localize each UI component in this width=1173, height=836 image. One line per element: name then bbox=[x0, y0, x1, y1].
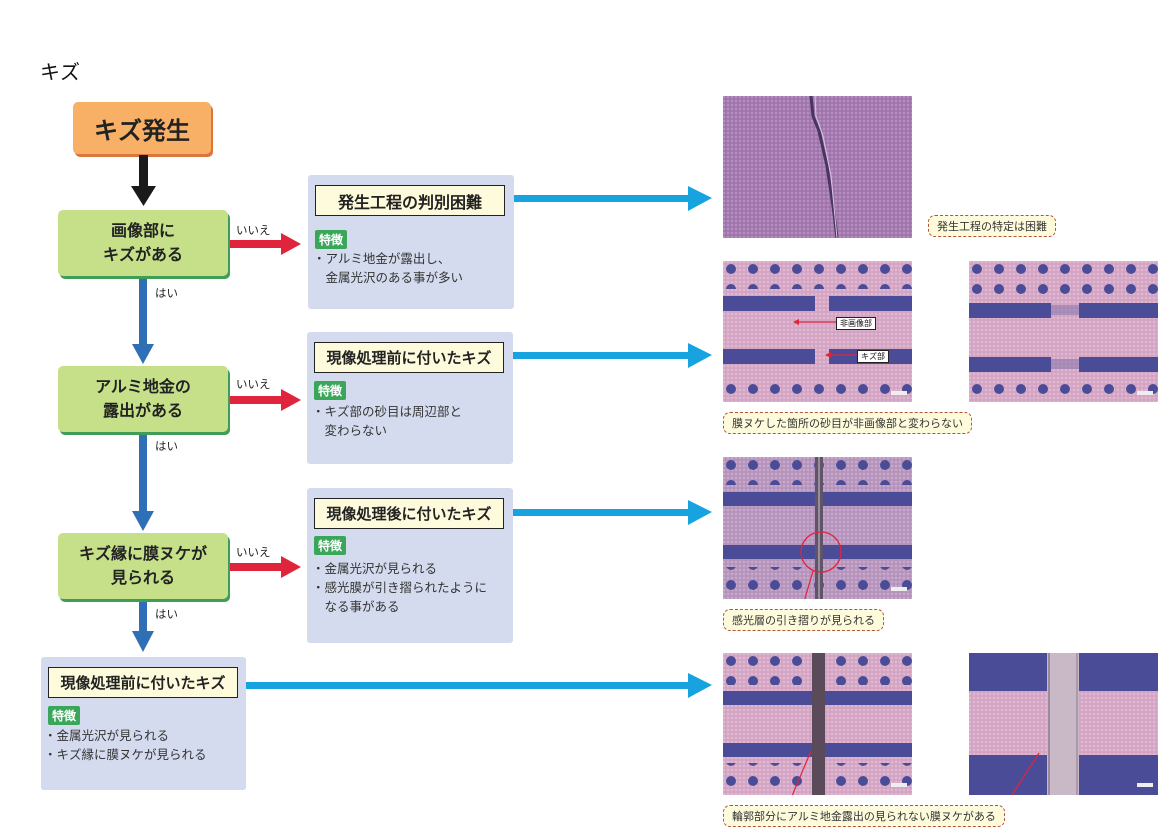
arrow-start-down bbox=[131, 155, 156, 206]
result-title: 現像処理前に付いたキズ bbox=[314, 342, 504, 373]
micrograph-2b bbox=[969, 261, 1158, 402]
feature-badge: 特徴 bbox=[48, 706, 81, 725]
result-box-before-development: 現像処理前に付いたキズ 特徴 ・キズ部の砂目は周辺部と 変わらない bbox=[307, 332, 513, 464]
feature-badge: 特徴 bbox=[314, 536, 347, 555]
feature-badge: 特徴 bbox=[315, 230, 348, 249]
page-title: キズ bbox=[40, 60, 80, 84]
start-node: キズ発生 bbox=[73, 102, 211, 154]
decision-aluminum-exposed: アルミ地金の 露出がある bbox=[58, 366, 228, 432]
arrow-yes-3 bbox=[132, 602, 154, 652]
decision-film-missing-at-edge: キズ縁に膜ヌケが 見られる bbox=[58, 533, 228, 599]
no-label-3: いいえ bbox=[236, 545, 271, 559]
yes-label-3: はい bbox=[155, 607, 178, 621]
arrow-yes-2 bbox=[132, 435, 154, 531]
caption-row3: 感光層の引き摺りが見られる bbox=[723, 609, 884, 631]
feature-text: ・キズ部の砂目は周辺部と 変わらない bbox=[312, 404, 463, 438]
result-box-after-development: 現像処理後に付いたキズ 特徴 ・金属光沢が見られる ・感光膜が引き摺られたように… bbox=[307, 488, 513, 643]
result-title: 発生工程の判別困難 bbox=[315, 185, 505, 216]
arrow-result-4 bbox=[246, 673, 712, 698]
caption-row4: 輪郭部分にアルミ地金露出の見られない膜ヌケがある bbox=[723, 805, 1005, 827]
arrow-result-1 bbox=[514, 186, 712, 211]
arrow-result-3 bbox=[513, 500, 712, 525]
micrograph-4b bbox=[969, 653, 1158, 795]
yes-label-2: はい bbox=[155, 439, 178, 453]
result-box-undeterminable: 発生工程の判別困難 特徴 ・アルミ地金が露出し、 金属光沢のある事が多い bbox=[308, 175, 514, 309]
feature-text: ・アルミ地金が露出し、 金属光沢のある事が多い bbox=[313, 251, 464, 285]
feature-badge: 特徴 bbox=[314, 381, 347, 400]
caption-row2: 膜ヌケした箇所の砂目が非画像部と変わらない bbox=[723, 412, 972, 434]
feature-text: ・金属光沢が見られる ・感光膜が引き摺られたように なる事がある bbox=[312, 561, 488, 614]
micrograph-3 bbox=[723, 457, 912, 599]
feature-text: ・金属光沢が見られる ・キズ縁に膜ヌケが見られる bbox=[44, 728, 207, 762]
yes-label-1: はい bbox=[155, 286, 178, 300]
caption-row1: 発生工程の特定は困難 bbox=[928, 215, 1056, 237]
no-label-2: いいえ bbox=[236, 377, 271, 391]
result-title: 現像処理後に付いたキズ bbox=[314, 498, 504, 529]
result-box-before-development-edge: 現像処理前に付いたキズ 特徴 ・金属光沢が見られる ・キズ縁に膜ヌケが見られる bbox=[41, 657, 246, 790]
result-title: 現像処理前に付いたキズ bbox=[48, 667, 238, 698]
tag-scratch-area: キズ部 bbox=[857, 350, 889, 363]
tag-non-image-area: 非画像部 bbox=[836, 317, 876, 330]
arrow-result-2 bbox=[513, 343, 712, 368]
no-label-1: いいえ bbox=[236, 223, 271, 237]
micrograph-2a bbox=[723, 261, 912, 402]
arrow-no-2 bbox=[230, 389, 301, 411]
arrow-yes-1 bbox=[132, 279, 154, 364]
decision-scratch-in-image-area: 画像部に キズがある bbox=[58, 210, 228, 276]
micrograph-4a bbox=[723, 653, 912, 795]
micrograph-1 bbox=[723, 96, 912, 238]
